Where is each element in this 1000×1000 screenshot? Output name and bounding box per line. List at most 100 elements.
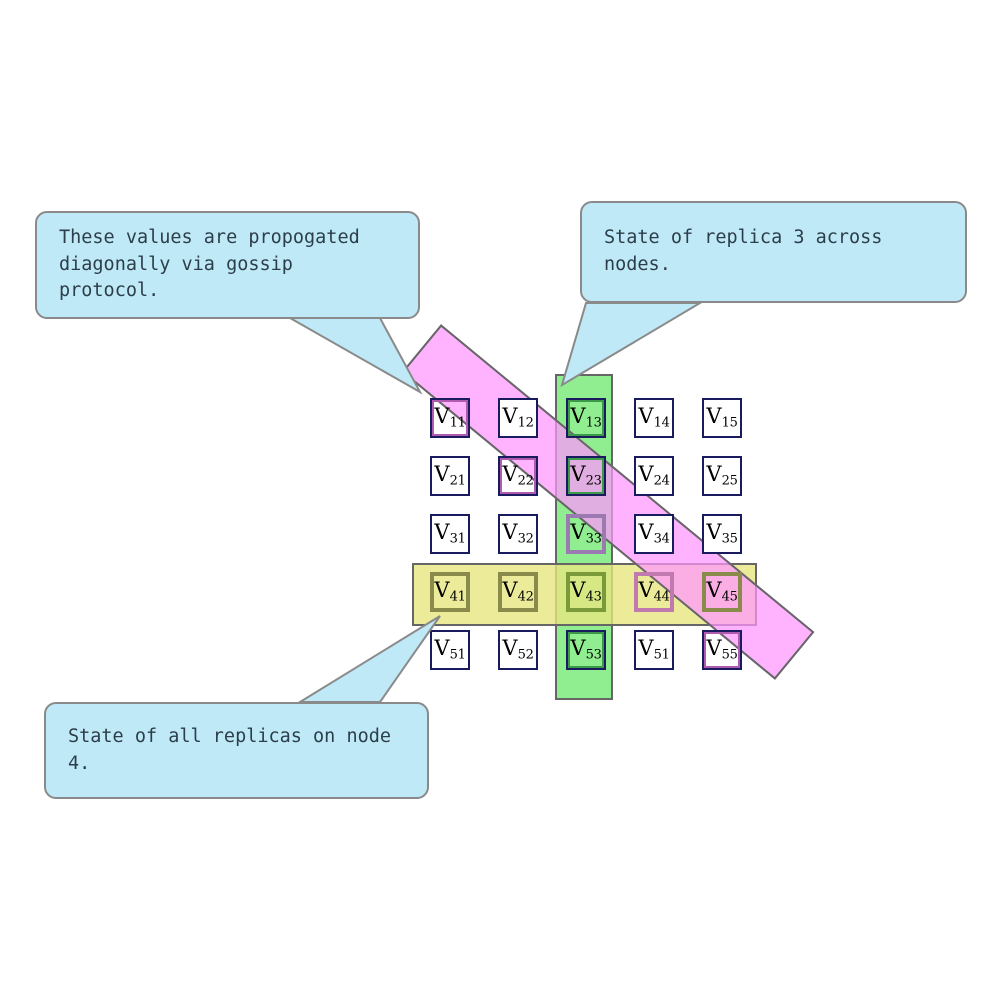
- cell-label: V33: [570, 522, 601, 546]
- matrix-cell-3-4: V34: [634, 514, 674, 554]
- matrix-cell-3-2: V32: [498, 514, 538, 554]
- cell-symbol: V: [434, 578, 450, 603]
- cell-symbol: V: [434, 404, 450, 429]
- cell-label: V23: [570, 464, 601, 488]
- matrix-cell-5-5: V55: [702, 630, 742, 670]
- cell-symbol: V: [502, 462, 518, 487]
- cell-label: V53: [570, 638, 601, 662]
- cell-subscript: 55: [721, 647, 738, 663]
- cell-subscript: 33: [585, 531, 602, 547]
- cell-symbol: V: [570, 462, 586, 487]
- matrix-cell-4-1: V41: [430, 572, 470, 612]
- matrix-cell-5-1: V51: [430, 630, 470, 670]
- cell-subscript: 15: [721, 415, 738, 431]
- matrix-cell-1-3: V13: [566, 398, 606, 438]
- matrix-cell-1-1: V11: [430, 398, 470, 438]
- cell-label: V51: [638, 638, 669, 662]
- cell-subscript: 23: [585, 473, 602, 489]
- cell-symbol: V: [570, 520, 586, 545]
- cell-symbol: V: [434, 462, 450, 487]
- cell-subscript: 51: [653, 647, 670, 663]
- cell-symbol: V: [502, 520, 518, 545]
- cell-subscript: 12: [517, 415, 534, 431]
- cell-subscript: 13: [585, 415, 602, 431]
- cell-subscript: 42: [517, 589, 534, 605]
- cell-symbol: V: [502, 636, 518, 661]
- matrix-cell-1-5: V15: [702, 398, 742, 438]
- cell-subscript: 14: [653, 415, 670, 431]
- cell-symbol: V: [706, 636, 722, 661]
- cell-symbol: V: [706, 404, 722, 429]
- cell-subscript: 25: [721, 473, 738, 489]
- matrix-cell-2-3: V23: [566, 456, 606, 496]
- cell-label: V44: [638, 580, 669, 604]
- matrix-cell-3-3: V33: [566, 514, 606, 554]
- matrix-cell-2-1: V21: [430, 456, 470, 496]
- cell-label: V14: [638, 406, 669, 430]
- cell-label: V32: [502, 522, 533, 546]
- cell-symbol: V: [638, 636, 654, 661]
- cell-label: V24: [638, 464, 669, 488]
- cell-subscript: 32: [517, 531, 534, 547]
- cell-symbol: V: [638, 404, 654, 429]
- cell-symbol: V: [502, 578, 518, 603]
- cell-subscript: 21: [449, 473, 466, 489]
- cell-label: V13: [570, 406, 601, 430]
- cell-subscript: 45: [721, 589, 738, 605]
- cell-symbol: V: [638, 578, 654, 603]
- cell-subscript: 34: [653, 531, 670, 547]
- cell-label: V22: [502, 464, 533, 488]
- cell-symbol: V: [638, 520, 654, 545]
- matrix-cell-5-3: V53: [566, 630, 606, 670]
- cell-label: V31: [434, 522, 465, 546]
- matrix-cell-4-2: V42: [498, 572, 538, 612]
- cell-subscript: 24: [653, 473, 670, 489]
- cell-label: V55: [706, 638, 737, 662]
- cell-symbol: V: [570, 636, 586, 661]
- cell-subscript: 41: [449, 589, 466, 605]
- cell-symbol: V: [706, 578, 722, 603]
- cell-subscript: 22: [517, 473, 534, 489]
- cell-subscript: 31: [449, 531, 466, 547]
- matrix-cell-4-5: V45: [702, 572, 742, 612]
- matrix-cell-4-4: V44: [634, 572, 674, 612]
- matrix-cell-3-5: V35: [702, 514, 742, 554]
- cell-symbol: V: [434, 636, 450, 661]
- cell-symbol: V: [570, 404, 586, 429]
- matrix-cell-2-4: V24: [634, 456, 674, 496]
- cell-symbol: V: [570, 578, 586, 603]
- cell-label: V34: [638, 522, 669, 546]
- cell-subscript: 51: [449, 647, 466, 663]
- cell-label: V35: [706, 522, 737, 546]
- cell-symbol: V: [434, 520, 450, 545]
- callout-replica-3-state: State of replica 3 across nodes.: [580, 201, 967, 303]
- cell-subscript: 44: [653, 589, 670, 605]
- cell-label: V42: [502, 580, 533, 604]
- cell-symbol: V: [706, 462, 722, 487]
- cell-symbol: V: [706, 520, 722, 545]
- cell-subscript: 52: [517, 647, 534, 663]
- matrix-cell-3-1: V31: [430, 514, 470, 554]
- matrix-cell-2-5: V25: [702, 456, 742, 496]
- cell-label: V15: [706, 406, 737, 430]
- cell-label: V41: [434, 580, 465, 604]
- cell-label: V43: [570, 580, 601, 604]
- cell-label: V11: [434, 406, 465, 430]
- matrix-cell-1-4: V14: [634, 398, 674, 438]
- cell-symbol: V: [638, 462, 654, 487]
- matrix-cell-5-2: V52: [498, 630, 538, 670]
- cell-subscript: 11: [449, 415, 466, 431]
- cell-subscript: 43: [585, 589, 602, 605]
- cell-symbol: V: [502, 404, 518, 429]
- matrix-cell-4-3: V43: [566, 572, 606, 612]
- cell-label: V12: [502, 406, 533, 430]
- cell-label: V52: [502, 638, 533, 662]
- cell-label: V25: [706, 464, 737, 488]
- matrix-cell-1-2: V12: [498, 398, 538, 438]
- matrix-cell-5-4: V51: [634, 630, 674, 670]
- cell-label: V45: [706, 580, 737, 604]
- callout-node-4-state: State of all replicas on node 4.: [44, 702, 429, 799]
